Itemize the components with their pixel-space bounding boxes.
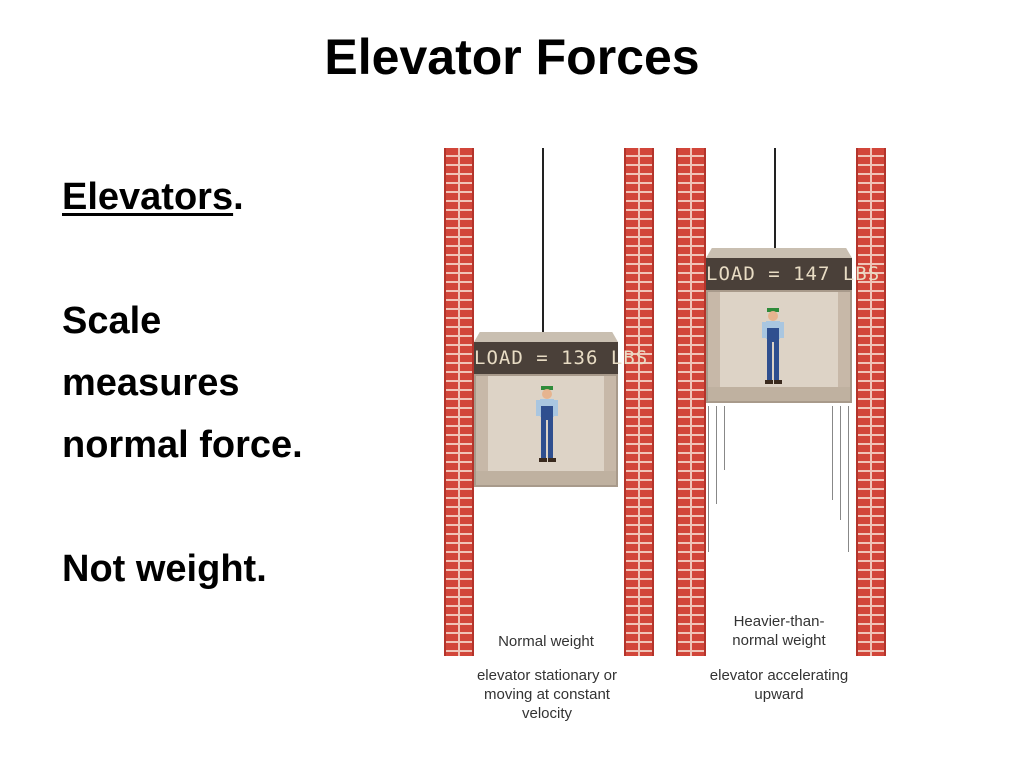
motion-line bbox=[832, 406, 833, 500]
left-load-display: LOAD = 136 LBS bbox=[474, 342, 647, 374]
body-line-scale: Scale bbox=[62, 300, 162, 342]
left-desc-line-1: elevator stationary or bbox=[476, 667, 618, 684]
left-desc-line-2: moving at constant bbox=[484, 686, 610, 703]
right-label-line-2: normal weight bbox=[732, 632, 826, 649]
right-caption-label: Heavier-than- normal weight bbox=[706, 612, 852, 650]
slide-title: Elevator Forces bbox=[324, 29, 700, 85]
left-desc-line-3: velocity bbox=[521, 705, 573, 722]
right-elevator-car: LOAD = 147 LBS bbox=[706, 248, 879, 403]
body-line-normal-force: normal force. bbox=[62, 424, 303, 466]
slide-body: Elevators. Scale measures normal force. … bbox=[62, 166, 422, 600]
left-person-icon bbox=[536, 386, 558, 462]
motion-line bbox=[848, 406, 849, 552]
left-caption-label: Normal weight bbox=[498, 633, 594, 650]
motion-line bbox=[840, 406, 841, 520]
body-line-not-weight: Not weight. bbox=[62, 548, 267, 590]
elevators-heading: Elevators. bbox=[62, 166, 422, 228]
left-shaft-right-wall bbox=[624, 148, 654, 656]
right-car-top bbox=[706, 248, 852, 258]
right-label-line-1: Heavier-than- bbox=[733, 613, 825, 630]
motion-line bbox=[724, 406, 725, 470]
left-caption-desc: elevator stationary or moving at constan… bbox=[444, 666, 650, 723]
motion-line bbox=[708, 406, 709, 552]
right-caption-desc: elevator accelerating upward bbox=[676, 666, 882, 704]
elevators-heading-word: Elevators bbox=[62, 176, 234, 218]
right-shaft-left-wall bbox=[676, 148, 706, 656]
right-shaft-right-wall bbox=[856, 148, 886, 656]
left-car-top bbox=[474, 332, 618, 342]
left-elevator-car: LOAD = 136 LBS bbox=[474, 332, 647, 487]
left-shaft-left-wall bbox=[444, 148, 474, 656]
right-desc-line-2: upward bbox=[754, 686, 804, 703]
left-car-box bbox=[474, 374, 618, 487]
motion-line bbox=[716, 406, 717, 504]
elevator-figure: LOAD = 136 LBS Normal weight elevator st… bbox=[440, 144, 890, 734]
right-person-icon bbox=[762, 308, 784, 384]
right-load-display: LOAD = 147 LBS bbox=[706, 258, 879, 290]
body-line-measures: measures bbox=[62, 362, 240, 404]
right-car-box bbox=[706, 290, 852, 403]
right-elevator-cable bbox=[774, 148, 776, 252]
right-desc-line-1: elevator accelerating bbox=[709, 667, 849, 684]
heading-period: . bbox=[233, 176, 244, 218]
left-elevator-cable bbox=[542, 148, 544, 334]
